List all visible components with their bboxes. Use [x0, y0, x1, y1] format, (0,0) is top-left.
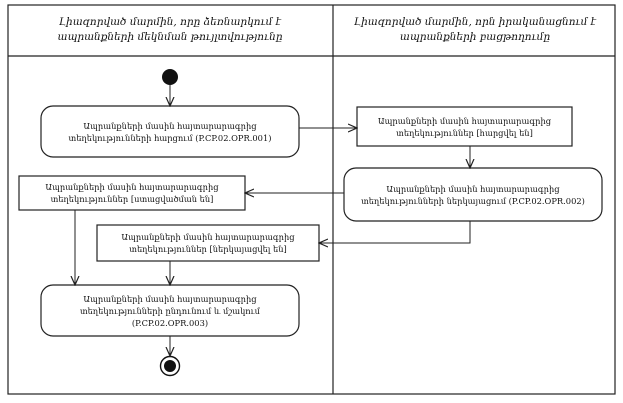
- final-node: [164, 360, 176, 372]
- initial-node: [162, 69, 178, 85]
- object-received-label: Ապրանքների մասին հայտարարագրից տեղեկությ…: [45, 182, 219, 204]
- swimlane-frame: [7, 4, 616, 395]
- object-presented-label: Ապրանքների մասին հայտարարագրից տեղեկությ…: [121, 232, 295, 254]
- object-presented-shape: [96, 224, 320, 262]
- swimlane-title-left: Լիազորված մարմին, որը ձեռնարկում է ապրան…: [57, 16, 283, 43]
- swimlane-title-right: Լիազորված մարմին, որն իրականացնում է ապր…: [353, 16, 597, 43]
- flow-present-to-presented: [319, 221, 471, 243]
- action-request-label: Ապրանքների մասին հայտարարագրից տեղեկությ…: [68, 120, 272, 143]
- object-request-received-label: Ապրանքների մասին հայտարարագրից տեղեկությ…: [377, 115, 552, 138]
- object-request-received-shape: [356, 106, 573, 147]
- action-process-label: Ապրանքների մասին հայտարարագրից տեղեկությ…: [79, 293, 261, 328]
- action-present-label: Ապրանքների մասին հայտարարագրից տեղեկությ…: [361, 183, 585, 206]
